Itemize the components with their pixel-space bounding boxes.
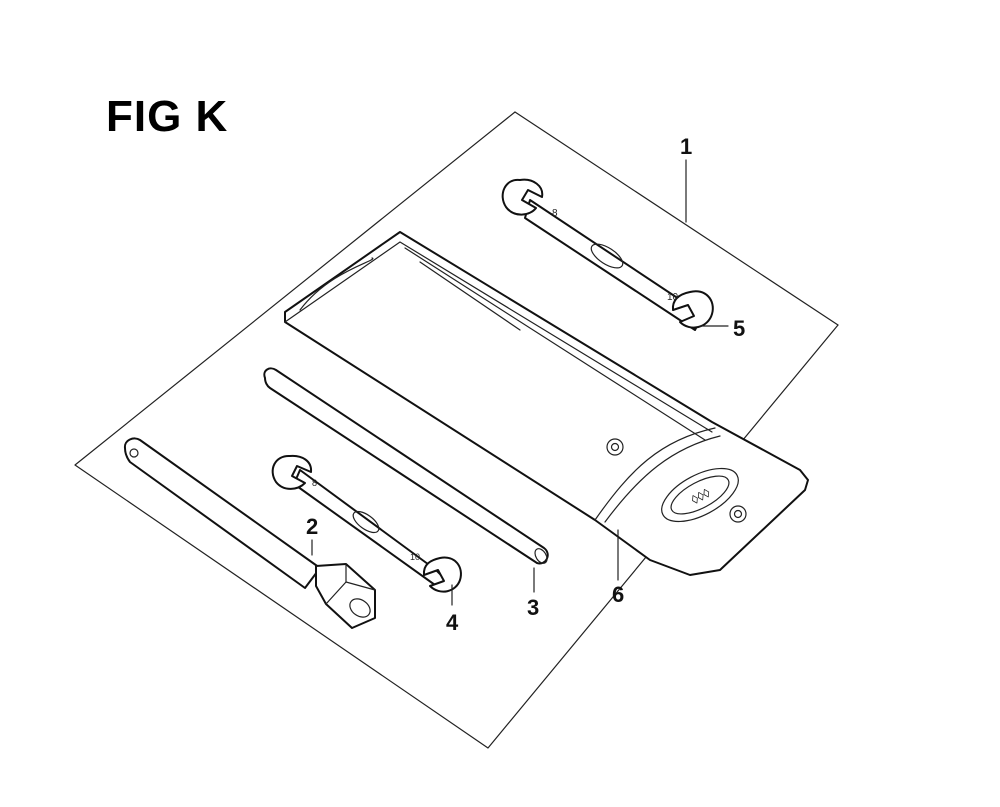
svg-text:10: 10 <box>410 552 420 562</box>
tool-bag: ◊◊◊ <box>284 231 809 576</box>
figure-title: FIG K <box>106 92 229 141</box>
callout-2: 2 <box>306 514 318 539</box>
box-wrench <box>123 437 376 629</box>
leader-lines <box>311 159 729 606</box>
svg-text:8: 8 <box>312 478 317 488</box>
callout-4: 4 <box>446 610 459 635</box>
svg-text:10: 10 <box>667 292 679 303</box>
tool-rod <box>263 367 549 565</box>
callout-6: 6 <box>612 582 624 607</box>
wrench-lower: 8 10 <box>271 454 462 593</box>
wrench-upper: 8 10 <box>501 178 714 331</box>
callout-5: 5 <box>733 316 745 341</box>
svg-text:8: 8 <box>552 208 558 219</box>
callout-3: 3 <box>527 595 539 620</box>
callout-1: 1 <box>680 134 692 159</box>
